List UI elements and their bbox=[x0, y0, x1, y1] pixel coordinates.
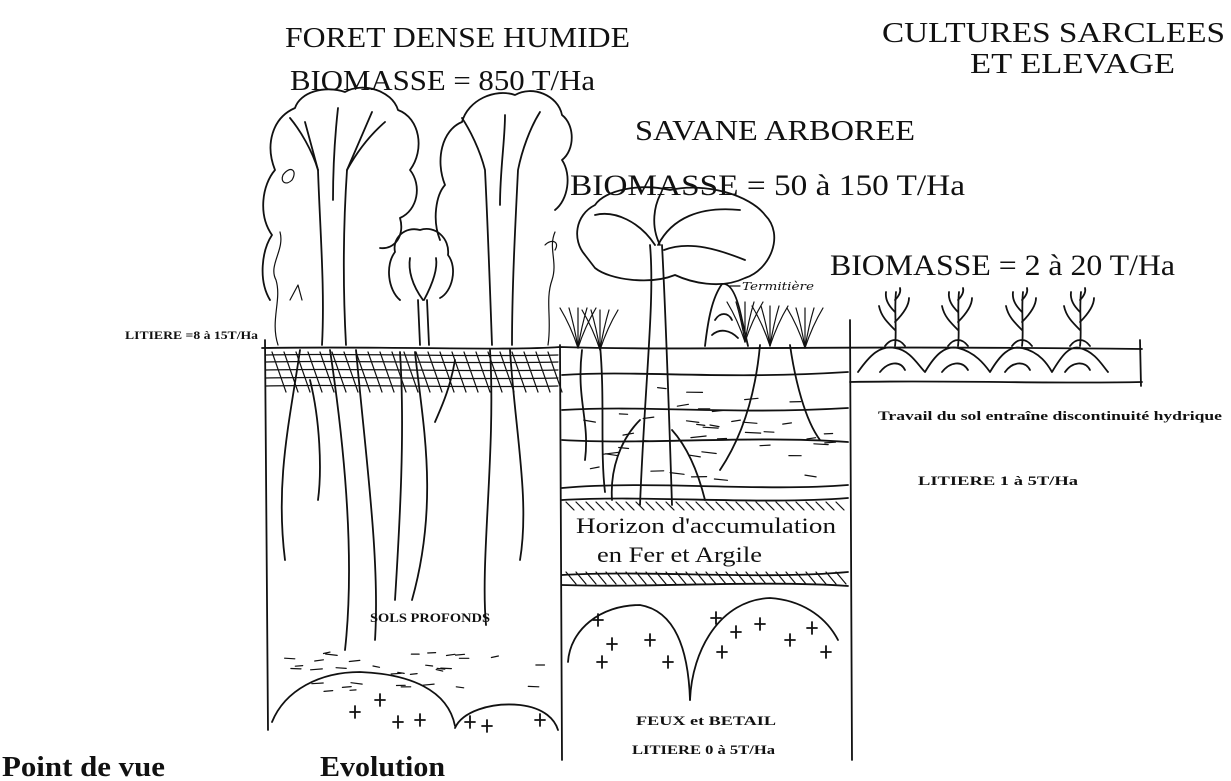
weathering-dash bbox=[312, 683, 323, 684]
soil-dash bbox=[814, 444, 828, 445]
savanna-title: SAVANE ARBOREE bbox=[635, 116, 915, 147]
soil-dash bbox=[825, 442, 836, 443]
termite-mound-label: Termitière bbox=[742, 280, 815, 293]
weathering-dash bbox=[295, 666, 302, 667]
soil-dash bbox=[764, 432, 774, 433]
evolution-caption: Evolution bbox=[320, 752, 445, 781]
crops-litter-label: LITIERE 1 à 5T/Ha bbox=[918, 473, 1079, 488]
crops-title-line-2: ET ELEVAGE bbox=[970, 49, 1175, 80]
forest-title: FORET DENSE HUMIDE bbox=[285, 23, 630, 54]
weathering-dash bbox=[285, 658, 295, 659]
weathering-dash bbox=[391, 673, 401, 674]
deep-soils-label: SOLS PROFONDS bbox=[370, 610, 490, 625]
forest-litter-label: LITIERE =8 à 15T/Ha bbox=[125, 328, 258, 342]
weathering-dash bbox=[336, 668, 346, 669]
weathering-dash bbox=[426, 665, 433, 666]
point-of-view-caption: Point de vue bbox=[2, 752, 165, 781]
weathering-dash bbox=[441, 668, 452, 669]
weathering-dash bbox=[456, 654, 465, 655]
horizon-label-line-2: en Fer et Argile bbox=[597, 542, 762, 567]
soil-dash bbox=[745, 432, 760, 433]
savanna-biomass: BIOMASSE = 50 à 150 T/Ha bbox=[570, 169, 965, 202]
crops-title-line-1: CULTURES SARCLEES bbox=[882, 18, 1225, 49]
crops-biomass: BIOMASSE = 2 à 20 T/Ha bbox=[830, 249, 1175, 282]
soil-dash bbox=[643, 441, 652, 442]
weathering-dash bbox=[342, 687, 351, 688]
savanna-litter-label: LITIERE 0 à 5T/Ha bbox=[632, 742, 776, 757]
forest-biomass: BIOMASSE = 850 T/Ha bbox=[290, 66, 596, 97]
horizon-label-line-1: Horizon d'accumulation bbox=[576, 513, 836, 538]
weathering-dash bbox=[324, 691, 333, 692]
weathering-dash bbox=[410, 674, 417, 675]
fire-cattle-label: FEUX et BETAIL bbox=[636, 713, 776, 728]
soil-dash bbox=[760, 445, 770, 446]
tillage-note: Travail du sol entraîne discontinuité hy… bbox=[878, 408, 1222, 423]
